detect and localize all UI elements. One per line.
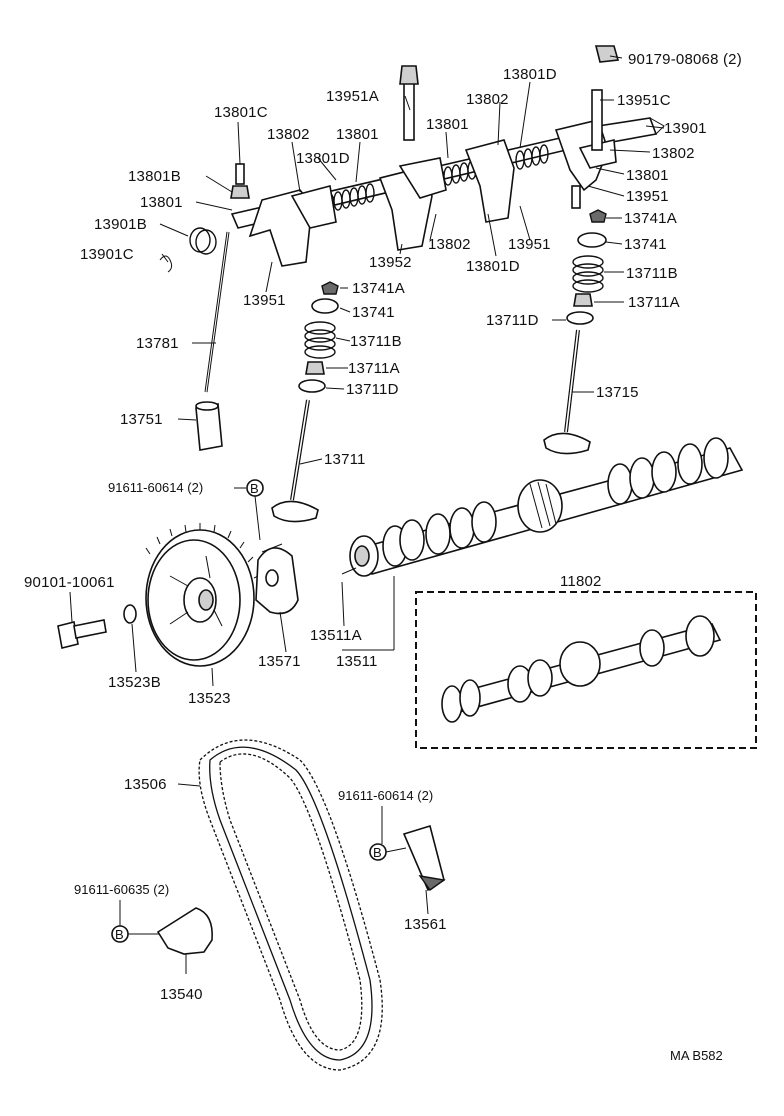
label-13801-4: 13801 [140,194,183,211]
valve-assembly-1 [271,281,339,523]
label-13523b: 13523B [108,674,161,691]
label-13951-2: 13951 [508,236,551,253]
shaft-spring-3 [515,144,549,170]
valve-13715 [543,432,591,455]
seat-13711d-2 [566,311,594,325]
svg-text:B: B [115,927,124,942]
label-13901: 13901 [664,120,707,137]
label-13741-2: 13741 [352,304,395,321]
valve-13711 [271,500,319,523]
label-13571: 13571 [258,653,301,670]
seal-13711a-2 [573,293,593,307]
lifter-13751 [195,403,223,451]
drive-gear [517,479,563,533]
label-13951-1: 13951 [626,188,669,205]
label-13801-1: 13801 [426,116,469,133]
label-13711a-1: 13711A [628,294,680,311]
rocker-shaft-assembly [230,45,665,267]
camshaft-13511 [341,437,744,577]
label-13751: 13751 [120,411,163,428]
rocker-arm-1 [248,189,313,267]
label-91611-60614-1: 91611-60614 (2) [108,480,203,495]
label-13802-2: 13802 [267,126,310,143]
bolt-90101 [57,619,107,649]
label-13951c: 13951C [617,92,671,109]
label-13511: 13511 [336,653,378,670]
label-13801-3: 13801 [626,167,669,184]
label-13715: 13715 [596,384,639,401]
keeper-13741a [321,281,339,295]
retainer-13741 [311,298,339,314]
label-13741a-1: 13741A [624,210,677,227]
label-13523: 13523 [188,690,231,707]
label-13711b-1: 13711B [626,265,678,282]
label-13711d-2: 13711D [346,381,399,398]
label-90179-08068: 90179-08068 (2) [628,51,742,68]
label-13540: 13540 [160,986,203,1003]
label-13801d-1: 13801D [503,66,557,83]
label-91611-60635: 91611-60635 (2) [74,882,169,897]
label-13781: 13781 [136,335,179,352]
label-11802: 11802 [560,573,602,590]
cam-lobes [382,437,729,567]
label-13802-3: 13802 [652,145,695,162]
camshaft-11802-box [415,591,757,749]
label-13801d-3: 13801D [466,258,520,275]
keeper-13741a-2 [589,209,607,223]
adjust-screw-2 [571,185,581,209]
label-13952: 13952 [369,254,412,271]
label-13561: 13561 [404,916,447,933]
label-13711d-1: 13711D [486,312,539,329]
label-13951a: 13951A [326,88,379,105]
seal-13711a [305,361,325,375]
valve-assembly-2 [543,209,607,455]
bolt-13951a [403,79,415,141]
timing-chain-13506 [198,739,383,1071]
part-labels: 90179-08068 (2) 13951A 13801D 13951C 138… [24,51,742,1063]
label-13901b: 13901B [94,216,147,233]
seat-13711d [298,379,326,393]
label-13802-4: 13802 [428,236,471,253]
rocker-support-3 [464,139,515,223]
label-90101-10061: 90101-10061 [24,574,115,591]
label-13951-3: 13951 [243,292,286,309]
nut-90179 [594,45,620,63]
label-13741-1: 13741 [624,236,667,253]
label-13802-1: 13802 [466,91,509,108]
label-13801d-2: 13801D [296,150,350,167]
svg-text:B: B [373,845,382,860]
adjust-screw-1 [235,163,245,185]
label-13711a-2: 13711A [348,360,400,377]
leader-lines [69,55,665,974]
svg-text:B: B [250,481,259,496]
label-13506: 13506 [124,776,167,793]
washer-13523b [123,604,137,624]
cam-sprocket-13523 [145,523,263,667]
rocker-arm-2 [398,157,447,199]
clip-13901c [159,255,173,273]
label-13801-2: 13801 [336,126,379,143]
label-91611-60614-2: 91611-60614 (2) [338,788,433,803]
retainer-13741-2 [577,232,607,248]
b-marker-2: B [369,843,387,861]
tensioner-13540 [156,907,213,955]
label-13711b-2: 13711B [350,333,402,350]
label-13741a-2: 13741A [352,280,405,297]
label-13711: 13711 [324,451,366,468]
spring-13711b-2 [572,255,604,293]
label-13801b: 13801B [128,168,181,185]
spring-13711b [304,321,336,359]
lock-nut-1 [230,185,250,199]
rocker-support-1 [290,185,337,229]
label-13801c: 13801C [214,104,268,121]
pushrod-assembly [159,227,230,451]
footer-code: MA B582 [670,1048,723,1063]
b-marker-1: B [246,479,264,497]
b-marker-3: B [111,925,129,943]
label-13511a: 13511A [310,627,362,644]
bolt-13951c [591,89,603,151]
label-13901c: 13901C [80,246,134,263]
